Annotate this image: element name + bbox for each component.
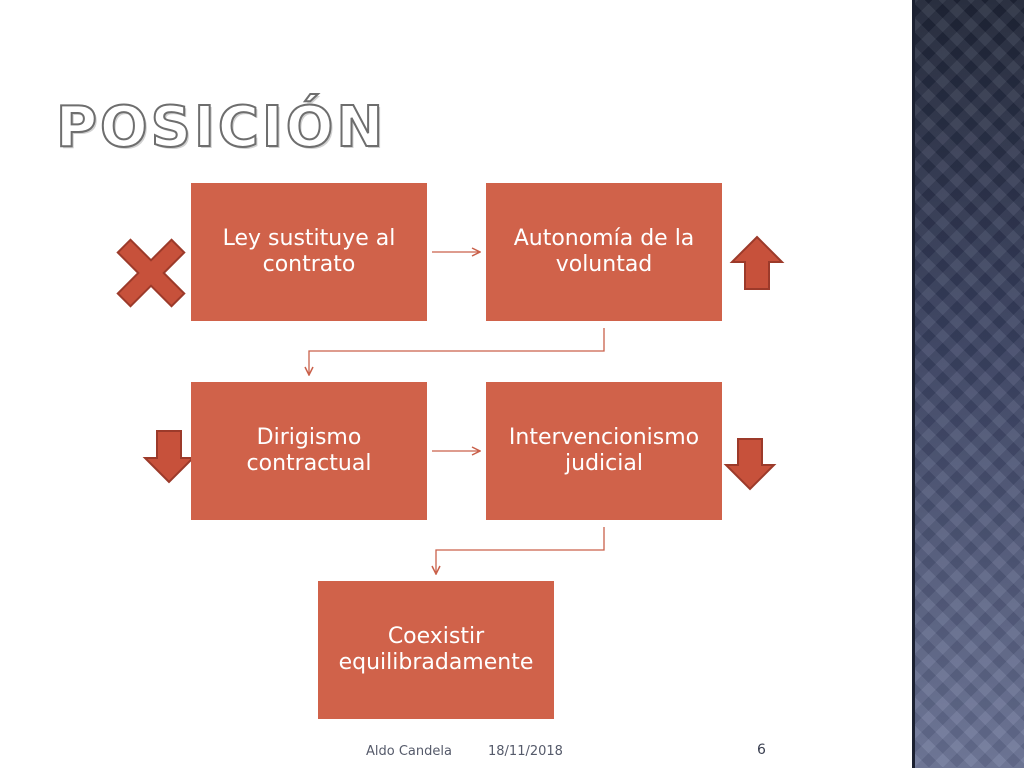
footer-author: Aldo Candela [366, 744, 452, 759]
box-label: Autonomía de la voluntad [513, 225, 695, 277]
box-ley-sustituye-al-contrato: Ley sustituye al contrato [191, 183, 427, 321]
box-coexistir-equilibradamente: Coexistir equilibradamente [318, 581, 554, 719]
connector-intervencionismo-to-coexistir [436, 527, 605, 574]
arrow-down-icon [142, 430, 196, 484]
decorative-side-panel [912, 0, 1024, 768]
box-dirigismo-contractual: Dirigismo contractual [191, 382, 427, 520]
box-intervencionismo-judicial: Intervencionismo judicial [486, 382, 722, 520]
connector-autonomia-to-dirigismo [309, 328, 605, 375]
x-cross-icon [116, 238, 186, 308]
box-label: Ley sustituye al contrato [222, 225, 396, 277]
slide-title: Posición [55, 95, 387, 160]
box-label: Intervencionismo judicial [508, 424, 700, 476]
page-number: 6 [757, 742, 766, 758]
box-autonomia-de-la-voluntad: Autonomía de la voluntad [486, 183, 722, 321]
arrow-up-icon [729, 235, 785, 290]
box-label: Coexistir equilibradamente [338, 623, 534, 675]
box-label: Dirigismo contractual [246, 424, 372, 476]
diagram-connectors [116, 235, 785, 768]
arrow-down-icon [723, 438, 777, 491]
footer-date: 18/11/2018 [488, 744, 563, 759]
